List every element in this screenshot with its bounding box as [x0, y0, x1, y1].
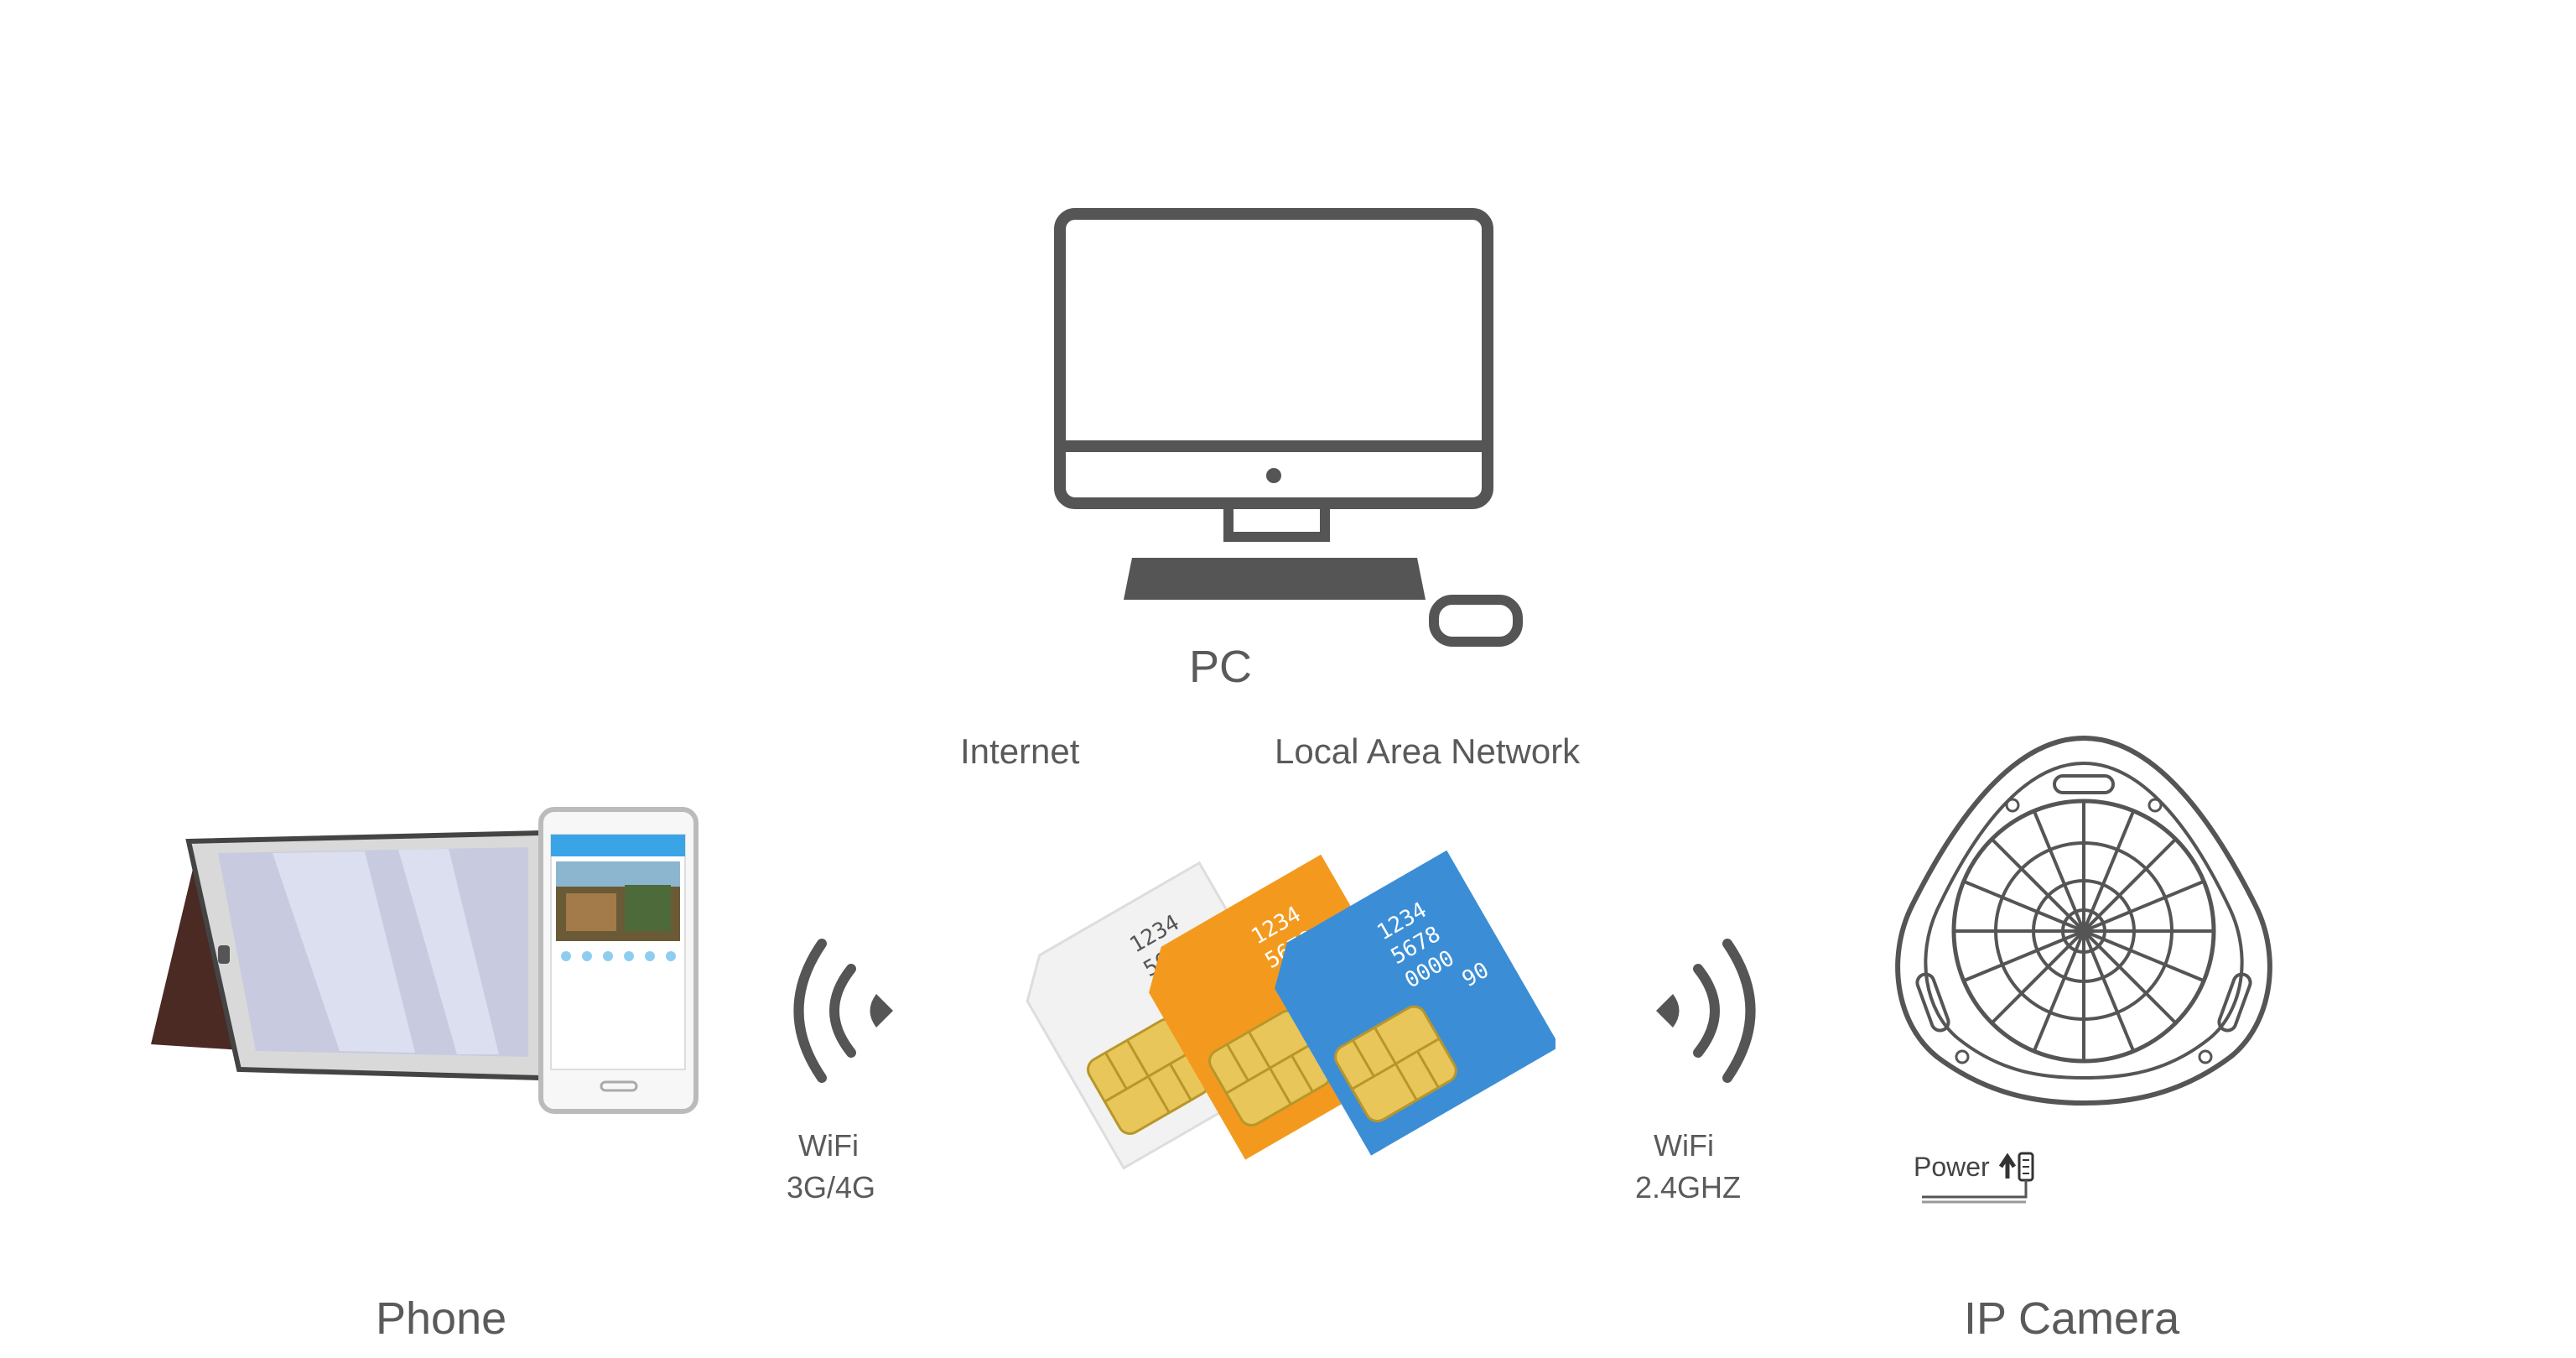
tablet-phone-icon	[147, 801, 700, 1120]
wifi-left-label-line1: WiFi	[798, 1128, 859, 1163]
wifi-right-label-line1: WiFi	[1654, 1128, 1714, 1163]
pc-label: PC	[1189, 642, 1253, 692]
internet-label: Internet	[960, 731, 1080, 771]
ip-camera-label: IP Camera	[1964, 1293, 2180, 1344]
phone-label: Phone	[376, 1293, 507, 1344]
power-plug-icon	[1914, 1145, 2048, 1212]
power-label: Power	[1914, 1152, 1990, 1182]
ip-camera-icon	[1878, 721, 2289, 1124]
wifi-signal-left-icon	[780, 931, 906, 1090]
wifi-signal-right-icon	[1644, 931, 1769, 1090]
sim-cards-group: 1234 5678 0000 1234 5678 0000 1234 5678 …	[1002, 843, 1555, 1178]
pc-monitor-icon	[1048, 206, 1535, 658]
wifi-left-label-line2: 3G/4G	[787, 1170, 876, 1205]
local-area-network-label: Local Area Network	[1275, 731, 1581, 771]
wifi-right-label-line2: 2.4GHZ	[1635, 1170, 1742, 1205]
